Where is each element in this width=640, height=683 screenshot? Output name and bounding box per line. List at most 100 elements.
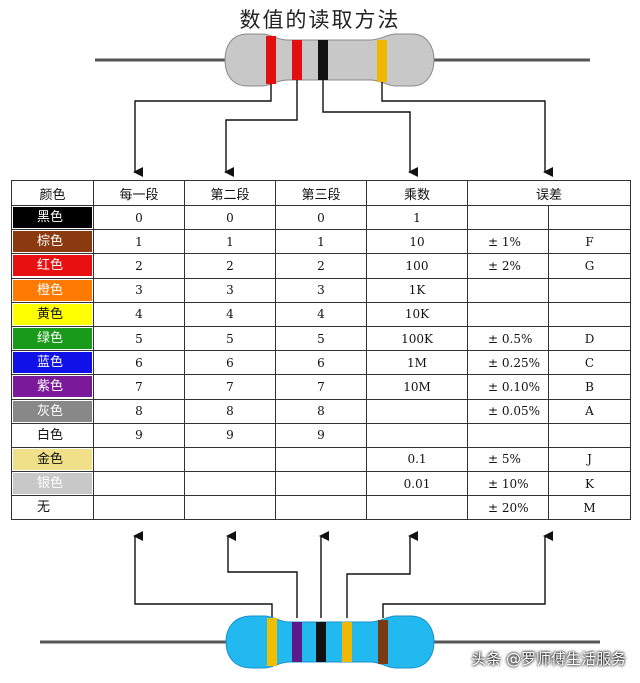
tolerance-percent: ± 20% xyxy=(467,495,549,521)
header-tolerance: 误差 xyxy=(466,180,632,206)
color-swatch: 黑色 xyxy=(13,207,92,229)
color-name-cell: 红色 xyxy=(11,253,94,279)
multiplier-value: 100K xyxy=(366,325,468,352)
table-row: 无± 20%M xyxy=(11,495,632,521)
color-name-cell: 黑色 xyxy=(11,204,94,231)
bottom-band-2 xyxy=(292,622,302,662)
tolerance-percent: ± 1% xyxy=(467,229,549,255)
color-swatch: 紫色 xyxy=(13,376,92,398)
top-band-3 xyxy=(318,40,328,80)
color-name-cell: 蓝色 xyxy=(11,350,94,376)
multiplier-value xyxy=(366,422,468,448)
tolerance-code xyxy=(547,277,632,303)
third-band-value xyxy=(275,446,367,473)
tolerance-code: F xyxy=(547,229,632,255)
first-band-value: 4 xyxy=(93,301,185,327)
third-band-value: 3 xyxy=(275,277,367,303)
first-band-value: 6 xyxy=(93,350,185,376)
tolerance-percent xyxy=(467,277,549,303)
color-swatch: 橙色 xyxy=(13,279,92,301)
color-swatch: 白色 xyxy=(13,424,92,446)
header-color: 颜色 xyxy=(11,180,94,206)
top-band-2 xyxy=(292,40,302,80)
tolerance-percent: ± 0.5% xyxy=(467,325,549,352)
tolerance-code: M xyxy=(547,495,632,521)
first-band-value: 3 xyxy=(93,277,185,303)
third-band-value: 9 xyxy=(275,422,367,448)
bottom-connectors xyxy=(133,531,553,618)
third-band-value xyxy=(275,495,367,521)
bottom-band-4 xyxy=(342,622,352,662)
tolerance-code: G xyxy=(547,253,632,279)
third-band-value: 5 xyxy=(275,325,367,352)
third-band-value: 6 xyxy=(275,350,367,376)
color-swatch: 银色 xyxy=(13,473,92,495)
color-swatch: 金色 xyxy=(13,448,92,470)
second-band-value: 7 xyxy=(184,374,276,400)
tolerance-percent xyxy=(467,422,549,448)
third-band-value: 1 xyxy=(275,229,367,255)
diagram-title: 数值的读取方法 xyxy=(239,8,401,32)
second-band-value xyxy=(184,446,276,473)
color-swatch: 红色 xyxy=(13,255,92,277)
tolerance-code: B xyxy=(547,374,632,400)
third-band-value: 8 xyxy=(275,398,367,424)
color-name-cell: 橙色 xyxy=(11,277,94,303)
first-band-value: 2 xyxy=(93,253,185,279)
table-header-row: 颜色 每一段 第二段 第三段 乘数 误差 xyxy=(11,180,632,206)
bottom-resistor xyxy=(40,615,600,669)
top-resistor xyxy=(95,33,590,87)
top-connectors xyxy=(133,80,553,177)
second-band-value: 6 xyxy=(184,350,276,376)
bottom-band-1 xyxy=(267,618,277,666)
third-band-value: 2 xyxy=(275,253,367,279)
multiplier-value: 1M xyxy=(366,350,468,376)
first-band-value: 1 xyxy=(93,229,185,255)
first-band-value: 9 xyxy=(93,422,185,448)
top-resistor-body xyxy=(224,33,435,87)
second-band-value: 5 xyxy=(184,325,276,352)
tolerance-code: C xyxy=(547,350,632,376)
color-swatch: 蓝色 xyxy=(13,352,92,374)
tolerance-percent: ± 0.05% xyxy=(467,398,549,424)
watermark: 头条 @罗师傅生活服务 xyxy=(471,650,626,668)
tolerance-percent: ± 0.10% xyxy=(467,374,549,400)
multiplier-value: 1 xyxy=(366,204,468,231)
first-band-value xyxy=(93,495,185,521)
top-band-1 xyxy=(266,36,276,84)
multiplier-value: 0.1 xyxy=(366,446,468,473)
color-name-cell: 银色 xyxy=(11,471,94,497)
third-band-value: 0 xyxy=(275,204,367,231)
second-band-value: 1 xyxy=(184,229,276,255)
tolerance-code: D xyxy=(547,325,632,352)
multiplier-value: 0.01 xyxy=(366,471,468,497)
tolerance-percent xyxy=(467,204,549,231)
bottom-resistor-body xyxy=(225,615,435,669)
bottom-band-3 xyxy=(316,622,326,662)
color-name-cell: 紫色 xyxy=(11,374,94,400)
header-first-band: 每一段 xyxy=(93,180,185,206)
color-name-cell: 黄色 xyxy=(11,301,94,327)
first-band-value: 8 xyxy=(93,398,185,424)
second-band-value: 3 xyxy=(184,277,276,303)
third-band-value: 7 xyxy=(275,374,367,400)
second-band-value: 0 xyxy=(184,204,276,231)
second-band-value: 2 xyxy=(184,253,276,279)
color-swatch: 灰色 xyxy=(13,400,92,422)
second-band-value xyxy=(184,471,276,497)
color-swatch: 棕色 xyxy=(13,231,92,253)
color-name-cell: 绿色 xyxy=(11,325,94,352)
second-band-value: 9 xyxy=(184,422,276,448)
tolerance-percent: ± 5% xyxy=(467,446,549,473)
